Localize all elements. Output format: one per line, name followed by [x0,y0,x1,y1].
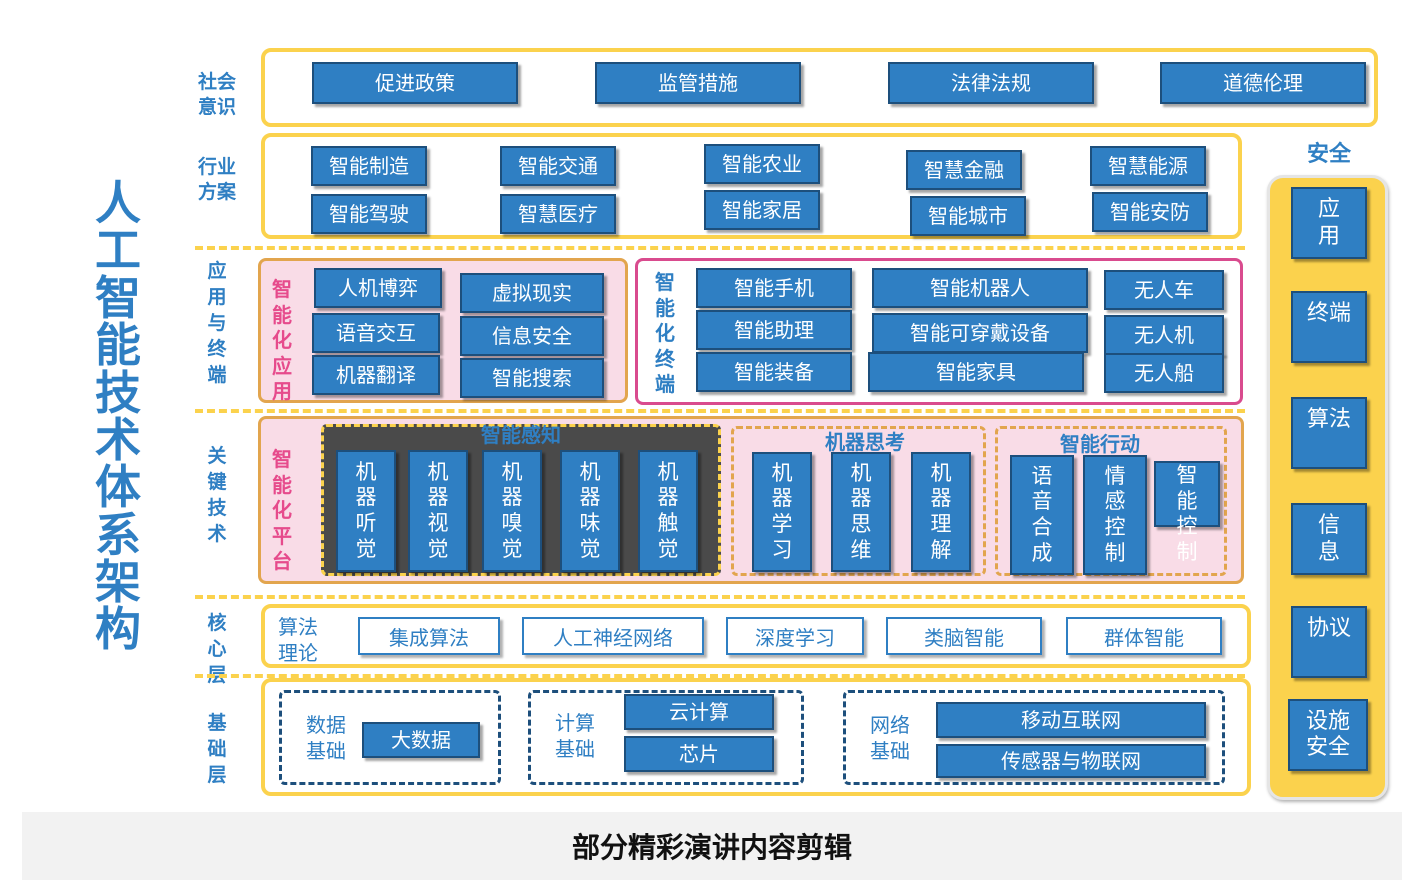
security-terminal[interactable]: 终端 [1291,291,1367,363]
smart-platform-label: 智能化平台 [272,447,292,574]
app-virtual-reality[interactable]: 虚拟现实 [460,273,604,313]
row-label-app-terminal: 应用与终端 [207,260,227,387]
main-title: 人工智能技术体系架构 [95,176,141,657]
social-item-ethics[interactable]: 道德伦理 [1160,62,1366,104]
app-machine-translation[interactable]: 机器翻译 [312,355,440,395]
action-emotion-control[interactable]: 情感控制 [1083,455,1147,575]
core-neural-network[interactable]: 人工神经网络 [522,617,704,655]
footer-caption: 部分精彩演讲内容剪辑 [571,831,852,864]
social-item-regulation[interactable]: 监管措施 [595,62,801,104]
perception-touch[interactable]: 机器触觉 [638,450,698,572]
terminal-unmanned-ship[interactable]: 无人船 [1104,353,1224,393]
divider-line [195,674,1245,678]
industry-smart-security[interactable]: 智能安防 [1092,192,1208,232]
row-label-key-tech: 关键技术 [207,445,227,546]
app-human-machine-game[interactable]: 人机博弈 [314,268,442,308]
thinking-machine-thought[interactable]: 机器思维 [831,452,891,572]
base-compute-label: 计算基础 [555,711,595,761]
thinking-group [731,426,986,576]
terminal-smart-equipment[interactable]: 智能装备 [696,352,852,392]
base-network-group [843,690,1225,785]
industry-smart-driving[interactable]: 智能驾驶 [311,194,427,234]
terminal-smart-assistant[interactable]: 智能助理 [696,310,852,350]
base-data-label: 数据基础 [306,713,346,763]
social-item-policy[interactable]: 促进政策 [312,62,518,104]
thinking-machine-learning[interactable]: 机器学习 [752,452,812,572]
core-brain-inspired[interactable]: 类脑智能 [886,617,1042,655]
row-label-social: 社会意识 [197,71,236,118]
industry-smart-transport[interactable]: 智能交通 [500,146,616,186]
app-voice-interaction[interactable]: 语音交互 [312,313,440,353]
terminal-smart-robot[interactable]: 智能机器人 [872,268,1088,308]
row-label-industry: 行业方案 [197,156,236,203]
terminal-unmanned-car[interactable]: 无人车 [1104,270,1224,310]
industry-smart-city[interactable]: 智能城市 [910,196,1026,236]
core-swarm-intelligence[interactable]: 群体智能 [1066,617,1222,655]
thinking-title: 机器思考 [825,430,905,454]
industry-smart-finance[interactable]: 智慧金融 [906,150,1022,190]
perception-vision[interactable]: 机器视觉 [408,450,468,572]
terminal-smart-furniture[interactable]: 智能家具 [868,352,1084,392]
base-compute-group [528,690,804,785]
security-application[interactable]: 应用 [1291,187,1367,259]
thinking-machine-understanding[interactable]: 机器理解 [911,452,971,572]
security-algorithm[interactable]: 算法 [1291,397,1367,469]
core-deep-learning[interactable]: 深度学习 [726,617,864,655]
app-smart-search[interactable]: 智能搜索 [460,358,604,398]
industry-smart-manufacturing[interactable]: 智能制造 [311,146,427,186]
social-item-law[interactable]: 法律法规 [888,62,1094,104]
terminal-smart-wearable[interactable]: 智能可穿戴设备 [872,313,1088,353]
core-ensemble-algorithm[interactable]: 集成算法 [358,617,500,655]
terminal-smartphone[interactable]: 智能手机 [696,268,852,308]
security-title: 安全 [1306,142,1351,167]
industry-smart-medical[interactable]: 智慧医疗 [500,194,616,234]
base-mobile-internet[interactable]: 移动互联网 [936,702,1206,738]
core-label: 算法理论 [278,615,318,665]
smart-terminal-label: 智能化终端 [655,270,675,397]
security-facility[interactable]: 设施安全 [1288,699,1368,771]
action-smart-control[interactable]: 智能控制 [1154,461,1220,564]
row-label-base: 基础层 [207,712,227,787]
perception-smell[interactable]: 机器嗅觉 [482,450,542,572]
industry-smart-agriculture[interactable]: 智能农业 [704,144,820,184]
divider-line [195,595,1245,599]
footer-bar [22,812,1402,880]
smart-app-label: 智能化应用 [272,277,292,404]
app-information-security[interactable]: 信息安全 [460,316,604,356]
perception-title: 智能感知 [481,423,561,447]
action-speech-synthesis[interactable]: 语音合成 [1010,455,1074,575]
security-protocol[interactable]: 协议 [1291,606,1367,678]
base-data-group [279,690,501,785]
base-chip[interactable]: 芯片 [624,736,774,772]
terminal-drone[interactable]: 无人机 [1104,315,1224,355]
base-big-data[interactable]: 大数据 [362,722,480,758]
perception-taste[interactable]: 机器味觉 [560,450,620,572]
security-information[interactable]: 信息 [1291,503,1367,575]
base-network-label: 网络基础 [870,713,910,763]
security-column [1267,175,1388,800]
industry-smart-home[interactable]: 智能家居 [704,190,820,230]
base-cloud-computing[interactable]: 云计算 [624,694,774,730]
industry-smart-energy[interactable]: 智慧能源 [1090,146,1206,186]
base-sensor-iot[interactable]: 传感器与物联网 [936,744,1206,778]
perception-hearing[interactable]: 机器听觉 [336,450,396,572]
divider-line [195,246,1245,250]
action-title: 智能行动 [1060,432,1140,456]
divider-line [195,409,1245,413]
row-label-core: 核心层 [207,612,227,687]
